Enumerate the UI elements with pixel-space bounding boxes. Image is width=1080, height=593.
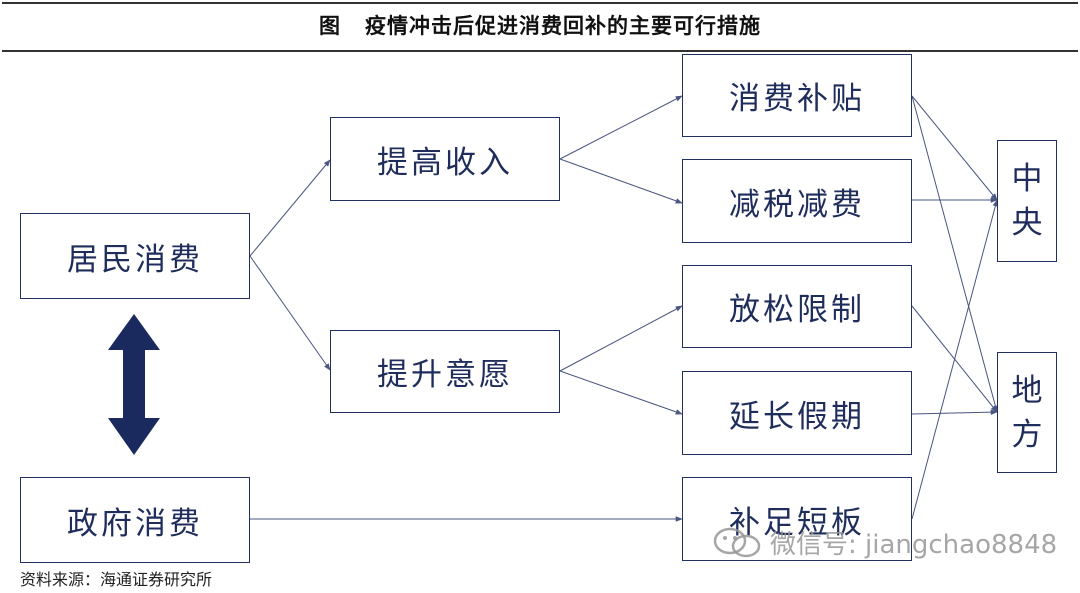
node-extend-holiday: 延长假期 [682,371,912,455]
node-relax-limits: 放松限制 [682,265,912,348]
link-holiday-local [911,409,998,415]
node-local-char-2: 方 [1011,416,1043,453]
figure-title-text: 疫情冲击后促进消费回补的主要可行措施 [365,13,761,38]
node-raise-income: 提高收入 [330,117,560,201]
link-subsidy-central [911,95,998,201]
link-shortboard-central [911,199,999,520]
link-willingness-holiday [559,370,683,415]
figure-title: 图疫情冲击后促进消费回补的主要可行措施 [0,10,1080,40]
node-boost-willingness-label: 提升意愿 [377,357,513,393]
link-willingness-relax [559,305,683,372]
node-extend-holiday-label: 延长假期 [729,398,865,435]
node-fill-shortboard: 补足短板 [682,477,912,561]
node-local: 地 方 [997,352,1057,473]
figure-label: 图 [319,13,341,38]
node-government-consumption-label: 政府消费 [67,505,203,542]
wechat-icon [712,527,764,559]
watermark-text: 微信号: jiangchao8848 [770,530,1058,560]
node-tax-cut-label: 减税减费 [729,186,865,223]
link-resident-income [249,159,331,257]
node-government-consumption: 政府消费 [20,477,250,563]
link-income-taxcut [559,158,683,204]
double-arrow-resident-government [108,314,160,455]
node-consumption-subsidy: 消费补贴 [682,54,912,137]
node-central-char-2: 央 [1011,205,1043,241]
node-fill-shortboard-label: 补足短板 [729,504,865,541]
node-central: 中 央 [997,140,1057,262]
link-subsidy-local [911,95,999,413]
node-resident-consumption-label: 居民消费 [67,241,203,278]
title-rule [2,50,1078,52]
node-central-char-1: 中 [1011,161,1043,197]
wechat-watermark: 微信号: jiangchao8848 [712,524,1057,561]
node-tax-cut: 减税减费 [682,159,912,243]
link-income-subsidy [559,95,683,160]
node-relax-limits-label: 放松限制 [729,292,865,328]
link-resident-willingness [249,255,331,371]
node-resident-consumption: 居民消费 [20,213,250,299]
source-note: 资料来源：海通证券研究所 [20,570,213,589]
node-raise-income-label: 提高收入 [377,144,513,181]
node-local-char-1: 地 [1011,372,1043,409]
node-boost-willingness: 提升意愿 [330,330,560,413]
top-rule [2,2,1078,4]
node-consumption-subsidy-label: 消费补贴 [729,81,865,117]
